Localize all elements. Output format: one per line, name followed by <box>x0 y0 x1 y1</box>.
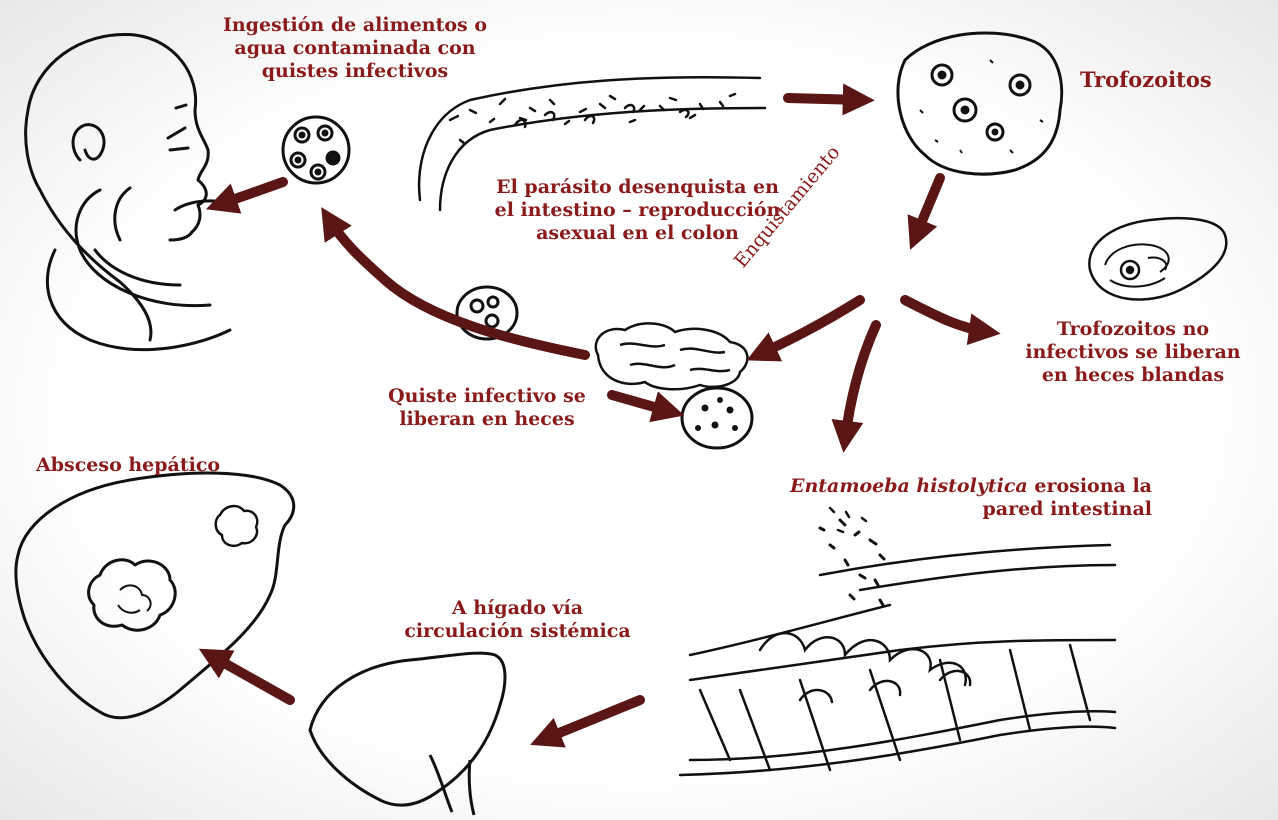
label-erosiona: Entamoeba histolytica erosiona la pared … <box>738 475 1152 521</box>
non-infective-trophozoite-drawing <box>1089 218 1226 299</box>
cyst-in-feces <box>682 388 752 448</box>
label-no-infectivos-line-1: Trofozoitos no <box>1008 318 1258 341</box>
label-trofozoitos: Trofozoitos <box>1080 68 1212 91</box>
label-desenquista-line-2: el intestino – reproducción <box>465 199 810 222</box>
label-trofozoitos-text: Trofozoitos <box>1080 67 1212 92</box>
liver-drawing <box>310 653 505 815</box>
label-desenquista-line-1: El parásito desenquista en <box>465 176 810 199</box>
label-higado: A hígado vía circulación sistémica <box>400 597 635 643</box>
label-ingestion: Ingestión de alimentos o agua contaminad… <box>190 14 520 83</box>
intestinal-wall-drawing <box>680 508 1115 775</box>
stool-drawing <box>596 323 748 389</box>
label-no-infectivos-line-3: en heces blandas <box>1008 364 1258 387</box>
label-quiste-heces-line-2: liberan en heces <box>372 408 602 431</box>
label-absceso: Absceso hepático <box>36 454 220 477</box>
ingested-cyst <box>283 117 349 183</box>
label-higado-line-1: A hígado vía <box>400 597 635 620</box>
label-ingestion-line-3: quistes infectivos <box>190 60 520 83</box>
trophozoite-drawing <box>898 33 1062 174</box>
label-no-infectivos: Trofozoitos no infectivos se liberan en … <box>1008 318 1258 387</box>
label-erosiona-line-1: Entamoeba histolytica erosiona la <box>738 475 1152 498</box>
label-quiste-heces: Quiste infectivo se liberan en heces <box>372 385 602 431</box>
label-no-infectivos-line-2: infectivos se liberan <box>1008 341 1258 364</box>
label-higado-line-2: circulación sistémica <box>400 620 635 643</box>
label-ingestion-line-2: agua contaminada con <box>190 37 520 60</box>
label-erosiona-line-2: pared intestinal <box>738 498 1152 521</box>
label-absceso-text: Absceso hepático <box>36 454 220 476</box>
label-erosiona-species: Entamoeba histolytica <box>790 475 1028 497</box>
label-quiste-heces-line-1: Quiste infectivo se <box>372 385 602 408</box>
label-erosiona-rest: erosiona la <box>1028 475 1152 497</box>
label-ingestion-line-1: Ingestión de alimentos o <box>190 14 520 37</box>
